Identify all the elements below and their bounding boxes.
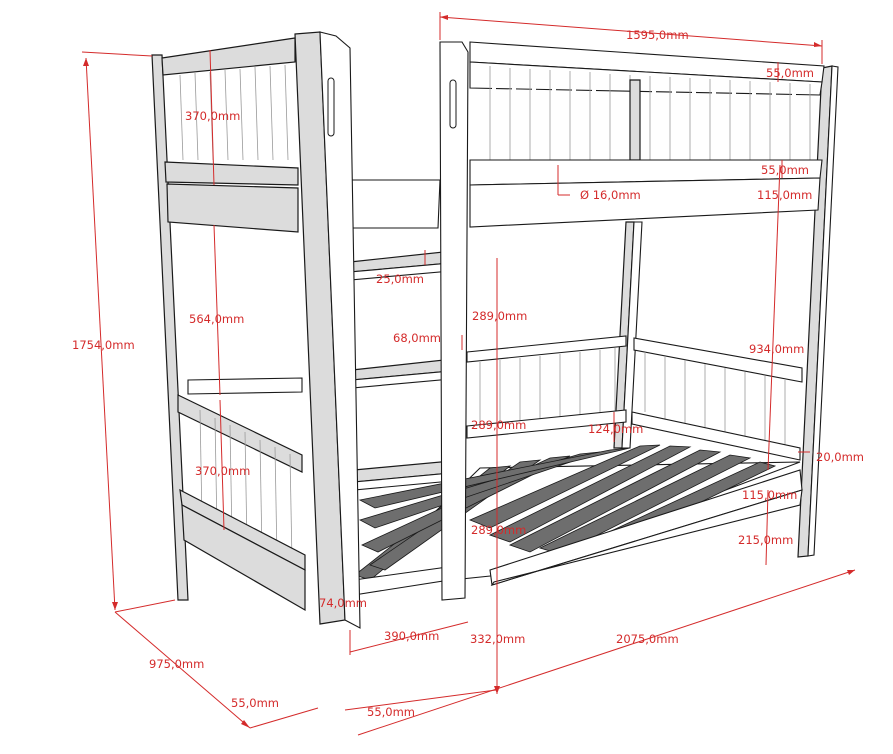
dim-ladder-rung-thickness: 25,0mm — [376, 272, 425, 286]
left-end-frame — [151, 31, 361, 629]
dim-post-width-left: 55,0mm — [231, 696, 280, 710]
dimension-arrows — [83, 15, 855, 728]
dim-spindle-diameter: Ø 16,0mm — [580, 188, 641, 202]
dim-ladder-rung-spacing-3: 289,0mm — [471, 523, 527, 537]
dim-overall-length-bottom: 2075,0mm — [616, 632, 679, 646]
dim-ladder-bottom-height: 332,0mm — [470, 632, 526, 646]
dim-ladder-foot-offset: 74,0mm — [319, 596, 368, 610]
dim-ladder-rung-depth: 68,0mm — [393, 331, 442, 345]
dim-lower-slat-recess: 124,0mm — [588, 422, 644, 436]
back-middle-post — [613, 221, 643, 449]
dim-ladder-rung-spacing-1: 289,0mm — [472, 309, 528, 323]
dim-lower-guard-height: 370,0mm — [195, 464, 251, 478]
dim-lower-frame-height: 115,0mm — [742, 488, 798, 502]
dim-overall-height: 1754,0mm — [72, 338, 135, 352]
dim-ladder-width: 390,0mm — [384, 629, 440, 643]
dim-upper-side-rail-height: 55,0mm — [761, 163, 810, 177]
dimension-lines — [81, 12, 856, 736]
lower-frame — [489, 469, 803, 586]
dim-overall-length-top: 1595,0mm — [626, 28, 689, 42]
dim-lower-rail-to-bed: 934,0mm — [749, 342, 805, 356]
dim-between-beds-clearance: 564,0mm — [189, 312, 245, 326]
lower-back-guard — [466, 335, 803, 461]
dim-post-width-right: 55,0mm — [367, 705, 416, 719]
dim-top-rail-height: 55,0mm — [766, 66, 815, 80]
upper-back-guard — [469, 41, 825, 161]
dim-overall-depth: 975,0mm — [149, 657, 205, 671]
dim-upper-frame-height: 115,0mm — [757, 188, 813, 202]
dim-post-gap: 20,0mm — [816, 450, 865, 464]
dim-upper-guard-height: 370,0mm — [185, 109, 241, 123]
dim-ladder-rung-spacing-2: 289,0mm — [471, 418, 527, 432]
back-right-post — [797, 65, 839, 558]
dim-lower-clearance-floor: 215,0mm — [738, 533, 794, 547]
